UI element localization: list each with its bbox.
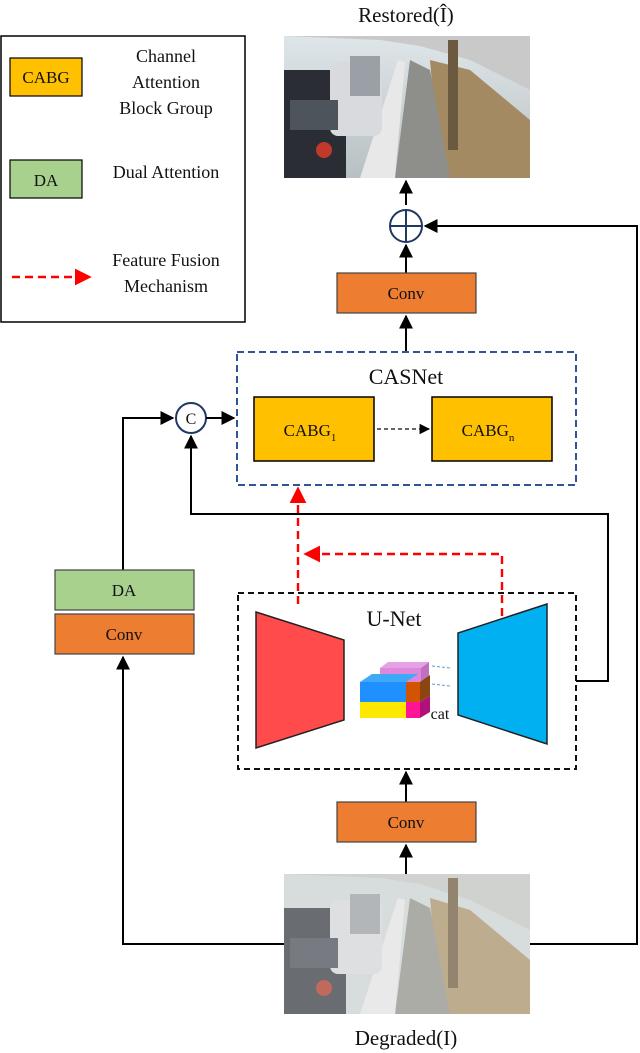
cat-label: cat	[431, 706, 450, 723]
legend: CABG Channel Attention Block Group DA Du…	[0, 35, 246, 323]
ffm-arrow-horizontal	[303, 545, 504, 616]
casnet-frame	[236, 351, 577, 486]
add-node	[389, 209, 423, 243]
conv-block-bottom-label: Conv	[388, 813, 425, 832]
legend-ffm-desc-line2: Mechanism	[124, 276, 208, 296]
conv-block-top-label: Conv	[388, 284, 425, 303]
legend-cabg-swatch	[9, 57, 83, 97]
unet-title: U-Net	[367, 606, 422, 631]
unet-frame	[237, 592, 577, 770]
legend-da-label: DA	[34, 171, 59, 190]
arrow-da-to-concat	[122, 411, 175, 570]
degraded-image	[284, 874, 530, 1014]
unet-decoder	[457, 602, 548, 746]
legend-da-swatch	[9, 159, 83, 199]
da-block	[54, 569, 195, 611]
restored-image	[284, 36, 530, 178]
conv-block-left	[54, 613, 195, 655]
legend-cabg-desc-line2: Attention	[132, 72, 200, 92]
casnet-title: CASNet	[369, 364, 444, 389]
da-block-label: DA	[112, 581, 137, 600]
degraded-title: Degraded(I)	[355, 1026, 458, 1050]
conv-block-bottom	[336, 801, 477, 843]
legend-cabg-desc-line3: Block Group	[119, 98, 213, 118]
cabg-1-block	[253, 396, 375, 462]
conv-block-left-label: Conv	[106, 625, 143, 644]
cabg-n-label: CABGn	[462, 421, 515, 444]
arrow-unet-to-concat	[184, 434, 609, 682]
cabg-n-block	[431, 396, 553, 462]
unet-encoder	[255, 610, 345, 750]
legend-cabg-label: CABG	[22, 68, 69, 87]
arrow-skip-to-add	[423, 219, 638, 945]
concat-node-label: C	[186, 411, 197, 428]
conv-block-top	[336, 272, 477, 314]
bottleneck-cubes	[360, 662, 451, 718]
cabg-1-label: CABG1	[284, 421, 337, 444]
legend-da-desc: Dual Attention	[113, 162, 220, 182]
restored-title: Restored(Î)	[358, 3, 454, 27]
legend-ffm-desc-line1: Feature Fusion	[112, 250, 220, 270]
legend-cabg-desc-line1: Channel	[136, 46, 196, 66]
arrow-degraded-to-left-conv	[116, 655, 284, 945]
